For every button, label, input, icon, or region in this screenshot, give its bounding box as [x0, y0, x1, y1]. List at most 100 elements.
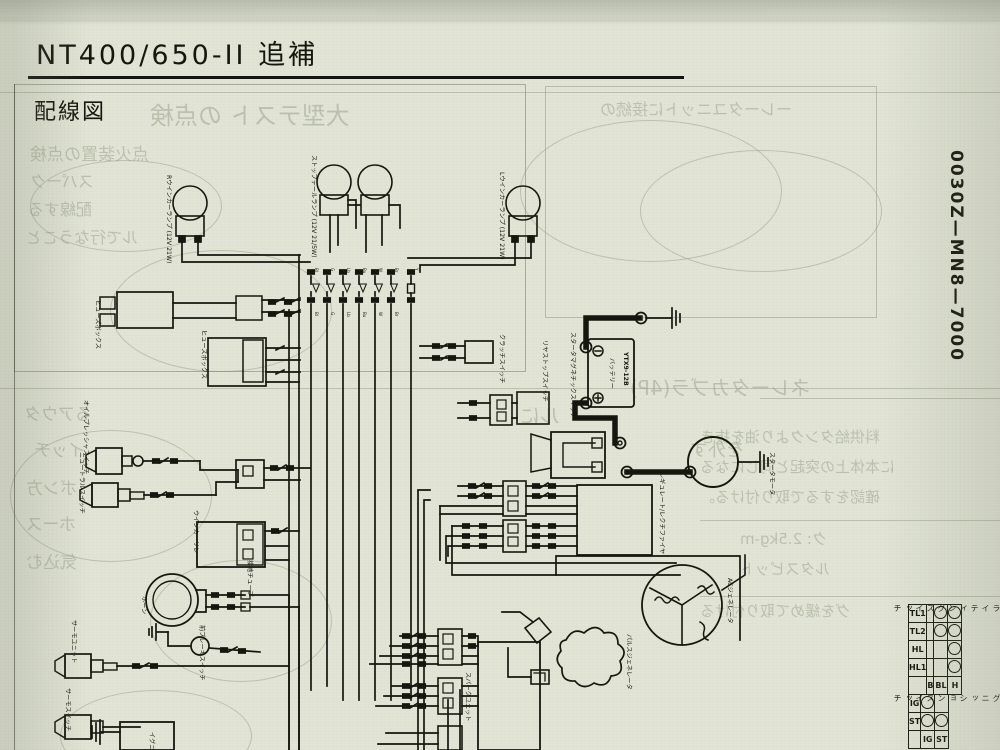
- table-cell: [934, 694, 950, 713]
- table-cell: [926, 658, 935, 677]
- svg-text:レギュレート/レクチファイヤ: レギュレート/レクチファイヤ: [658, 472, 665, 554]
- continuity-dot: [921, 696, 935, 709]
- svg-text:Rウインカーランプ (12V 21W): Rウインカーランプ (12V 21W): [165, 175, 173, 263]
- svg-text:前ブレーキスイッチ: 前ブレーキスイッチ: [198, 625, 206, 681]
- schematic-wires: [54, 164, 769, 750]
- svg-text:YTX9-12B: YTX9-12B: [622, 351, 629, 386]
- component-spark-unit: [369, 628, 541, 750]
- part-number: 0030Z—MN8—7000: [946, 150, 966, 362]
- table-column-header: [907, 730, 922, 749]
- svg-text:イグニッションコイル: イグニッションコイル: [148, 732, 156, 750]
- svg-text:W: W: [378, 312, 383, 316]
- component-starter-motor: [683, 436, 769, 488]
- svg-text:サーモスイッチ: サーモスイッチ: [64, 688, 71, 731]
- table-cell: [947, 604, 963, 623]
- table-row: TL1: [907, 604, 963, 623]
- continuity-dot: [948, 606, 962, 619]
- table-row: HL1: [907, 658, 963, 677]
- svg-text:Br: Br: [394, 312, 399, 317]
- table-cell: [934, 712, 950, 731]
- table-row-header: HL1: [907, 658, 928, 677]
- bulb-headlight-1: [316, 164, 352, 216]
- ground-battery: [634, 307, 681, 329]
- table-cell: [933, 622, 949, 641]
- table-row: HL: [907, 640, 963, 659]
- table-cell: [920, 694, 936, 713]
- scan-top-shadow: [0, 0, 1000, 26]
- svg-text:サーモユニット: サーモユニット: [70, 620, 77, 663]
- wire-code-labels: Bl G Lb Bu W Br Y Bl G Lb Bu W Br: [314, 267, 419, 318]
- svg-text:Bu: Bu: [362, 312, 367, 318]
- table-row-header: IG: [907, 694, 922, 713]
- table-cell: [933, 604, 949, 623]
- component-regulator-rectifier: [439, 480, 681, 576]
- table-cell: [920, 712, 936, 731]
- component-fuse-box-upper: [99, 291, 237, 329]
- svg-text:バッテリー: バッテリー: [608, 358, 615, 389]
- battery-cables: [572, 315, 693, 475]
- table-row-header: ST: [907, 712, 922, 731]
- continuity-dot: [934, 606, 948, 619]
- svg-text:クラッチスイッチ: クラッチスイッチ: [498, 334, 505, 384]
- table-cell: [933, 640, 949, 659]
- bulb-l-winker: [505, 185, 541, 243]
- diagram-frame-left: [14, 84, 935, 750]
- svg-text:ヒューズボックス: ヒューズボックス: [94, 300, 102, 349]
- svg-text:Bl: Bl: [314, 312, 319, 316]
- table-row-header: TL2: [907, 622, 928, 641]
- svg-text:Bu: Bu: [362, 268, 367, 274]
- svg-text:Lウインカーランプ (12V 21W): Lウインカーランプ (12V 21W): [498, 172, 506, 260]
- component-ignition-coil: [91, 719, 175, 750]
- table-cell: [947, 658, 963, 677]
- component-pulse-generator: [501, 611, 625, 688]
- component-fuse-box-lower: [207, 295, 301, 387]
- table-cell: [926, 640, 935, 659]
- table-row-header: TL1: [907, 604, 928, 623]
- table-cell: [926, 604, 935, 623]
- svg-text:Lb: Lb: [346, 268, 351, 273]
- bulb-r-winker: [172, 185, 208, 243]
- component-labels: Rウインカーランプ (12V 21W) ストップテールランプ (12V 21/5…: [64, 155, 776, 750]
- component-oil-pressure-switch: [85, 447, 239, 475]
- component-winker-relay: [196, 521, 300, 568]
- table-column-header: B: [926, 676, 935, 695]
- continuity-dot: [921, 714, 935, 727]
- svg-text:パルスジェネレータ: パルスジェネレータ: [625, 634, 633, 690]
- table-column-header: [907, 676, 928, 695]
- component-thermo-switch: [54, 653, 290, 679]
- section-heading: 配線図: [34, 100, 107, 125]
- svg-text:リヤストップスイッチ: リヤストップスイッチ: [541, 340, 548, 402]
- table-cell: [947, 640, 963, 659]
- bulb-headlight-2: [357, 164, 393, 216]
- continuity-dot: [935, 714, 949, 727]
- component-sidestand-switch: [457, 391, 550, 426]
- continuity-dot: [948, 660, 962, 673]
- svg-text:G: G: [330, 312, 335, 315]
- component-thermo-unit: [54, 714, 141, 740]
- table-row: TL2: [907, 622, 963, 641]
- svg-text:オイルプレッシャスイッチ: オイルプレッシャスイッチ: [82, 400, 89, 474]
- continuity-dot: [948, 624, 962, 637]
- svg-text:ACジェネレータ: ACジェネレータ: [726, 578, 734, 624]
- table-row: ST: [907, 712, 950, 731]
- component-ac-generator: [641, 554, 746, 646]
- svg-text:G: G: [330, 268, 335, 271]
- svg-text:ニュートラルスイッチ: ニュートラルスイッチ: [78, 452, 85, 514]
- svg-text:スタータマグネチックスイッチ: スタータマグネチックスイッチ: [569, 332, 577, 418]
- table-cell: [926, 622, 935, 641]
- table-cell: [933, 658, 949, 677]
- svg-text:ウインカーリレー: ウインカーリレー: [192, 510, 200, 560]
- svg-text:接地チューブ: 接地チューブ: [246, 560, 254, 597]
- table-column-header: BL: [933, 676, 949, 695]
- table-column-header: ST: [934, 730, 950, 749]
- table-cell: [947, 622, 963, 641]
- svg-text:スタータモータ: スタータモータ: [768, 452, 776, 495]
- table-row-header: HL: [907, 640, 928, 659]
- table-column-header: IG: [920, 730, 936, 749]
- svg-text:ホーン: ホーン: [140, 596, 147, 614]
